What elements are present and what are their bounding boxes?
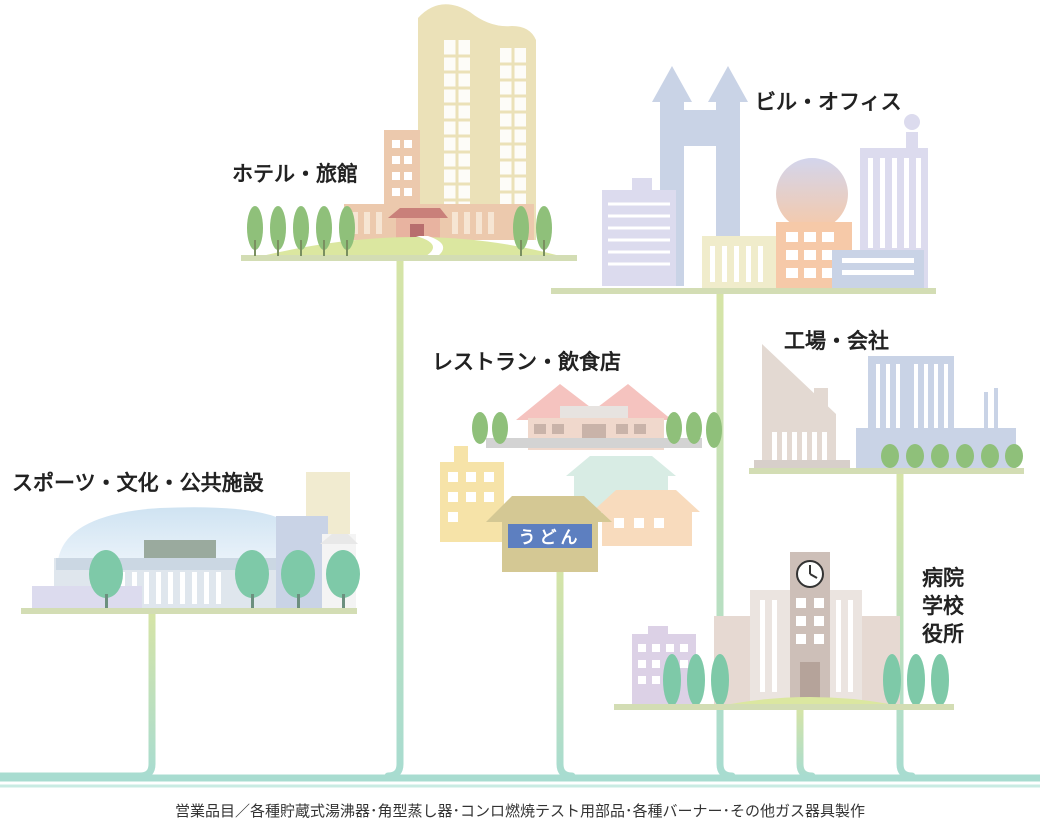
label-sports: スポーツ・文化・公共施設 — [12, 471, 265, 495]
restaurant-teal-roof — [566, 456, 676, 476]
label-hotel: ホテル・旅館 — [232, 162, 358, 186]
pipe-branch-school — [796, 704, 816, 780]
sports-dome-sign — [144, 540, 216, 560]
office-left-building — [602, 190, 676, 286]
label-factory: 工場・会社 — [784, 329, 889, 353]
factory-ground — [749, 468, 1024, 474]
sports-low-wall — [32, 586, 142, 610]
factory-scene: 工場・会社 — [749, 329, 1024, 474]
udon-sign-text: うどん — [519, 528, 582, 548]
office-scene: ビル・オフィス — [551, 66, 936, 294]
caption-products: 営業品目／各種貯蔵式湯沸器･角型蒸し器･コンロ燃焼テスト用部品･各種バーナー･そ… — [175, 802, 865, 820]
restaurant-roof — [516, 384, 672, 420]
office-low-block — [832, 250, 924, 288]
hotel-lawn — [262, 237, 560, 256]
pipe-branch-factory — [896, 468, 916, 780]
pipe-branch-hotel — [384, 254, 404, 780]
hotel-trees — [247, 206, 552, 256]
factory-slanted-building — [762, 344, 836, 466]
pipe-branch-sports — [0, 608, 156, 780]
hotel-ground — [241, 255, 577, 261]
factory-trees — [881, 444, 1023, 468]
office-sphere — [776, 158, 848, 230]
school-trees — [663, 654, 949, 706]
restaurant-trees — [472, 412, 722, 448]
label-office: ビル・オフィス — [755, 90, 902, 114]
public-facility-scene: 病院 学校 役所 — [614, 552, 965, 710]
office-ground — [551, 288, 936, 294]
hotel-driveway — [416, 236, 444, 256]
school-lawn — [720, 697, 900, 706]
label-school: 学校 — [922, 594, 965, 618]
label-hospital: 病院 — [922, 566, 964, 590]
udon-sign — [508, 524, 592, 548]
sports-ground — [21, 608, 357, 614]
label-city-office: 役所 — [922, 622, 964, 646]
restaurant-scene: うどん レストラン・飲食店 — [432, 350, 722, 572]
pipe-branch-restaurant — [556, 564, 576, 780]
restaurant-orange-roof — [592, 490, 700, 512]
hotel-scene: ホテル・旅館 — [232, 4, 577, 261]
label-restaurant: レストラン・飲食店 — [432, 350, 621, 374]
hotel-entrance-roof — [388, 208, 448, 218]
udon-shop-roof — [486, 496, 612, 522]
sports-scene: スポーツ・文化・公共施設 — [12, 471, 360, 614]
sports-trees — [89, 550, 360, 610]
school-ground — [614, 704, 954, 710]
